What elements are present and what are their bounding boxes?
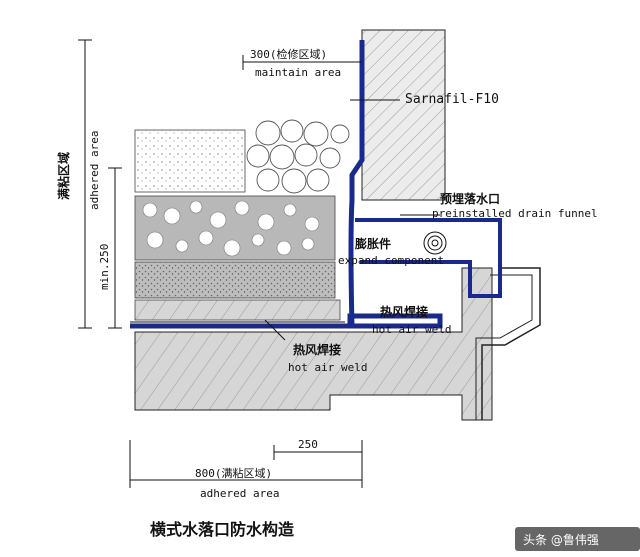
- adhered-cn-label: 满粘区域: [56, 152, 71, 200]
- insulation-voids: [142, 200, 320, 257]
- expand-component: [423, 231, 447, 255]
- dim-250-label: 250: [298, 438, 318, 451]
- funnel-cn-label: 预埋落水口: [440, 191, 500, 206]
- funnel-en-label: preinstalled drain funnel: [432, 207, 598, 220]
- diagram-title: 横式水落口防水构造: [150, 520, 295, 539]
- adhered-en-label: adhered area: [88, 131, 101, 210]
- dim-800-en-label: adhered area: [200, 487, 279, 500]
- dim-800-cn-label: 800(满粘区域): [195, 466, 272, 480]
- weld1-cn-label: 热风焊接: [380, 304, 428, 319]
- maintain-en-label: maintain area: [255, 66, 341, 79]
- screed-layer: [134, 261, 336, 299]
- membrane-label: Sarnafil-F10: [405, 92, 499, 107]
- expand-cn-label: 膨胀件: [354, 236, 391, 251]
- weld2-en-label: hot air weld: [288, 361, 367, 374]
- weld2-cn-label: 热风焊接: [293, 342, 341, 357]
- dotted-layer: [134, 129, 246, 193]
- membrane-sarnafil: [130, 40, 443, 329]
- parapet-wall: [361, 29, 446, 201]
- weld1-en-label: hot air weld: [372, 323, 451, 336]
- pebble-cluster: [246, 119, 350, 194]
- min-height-label: min.250: [98, 244, 111, 290]
- maintain-cn-label: 300(检修区域): [250, 47, 327, 61]
- drain-outlet-pipe: [481, 267, 541, 420]
- watermark-text: 头条 @鲁伟强: [523, 533, 599, 547]
- watermark-bg: [515, 527, 640, 551]
- expand-en-label: expand component: [338, 254, 444, 267]
- concrete-slab: [134, 267, 493, 421]
- dimension-lines: [78, 39, 440, 488]
